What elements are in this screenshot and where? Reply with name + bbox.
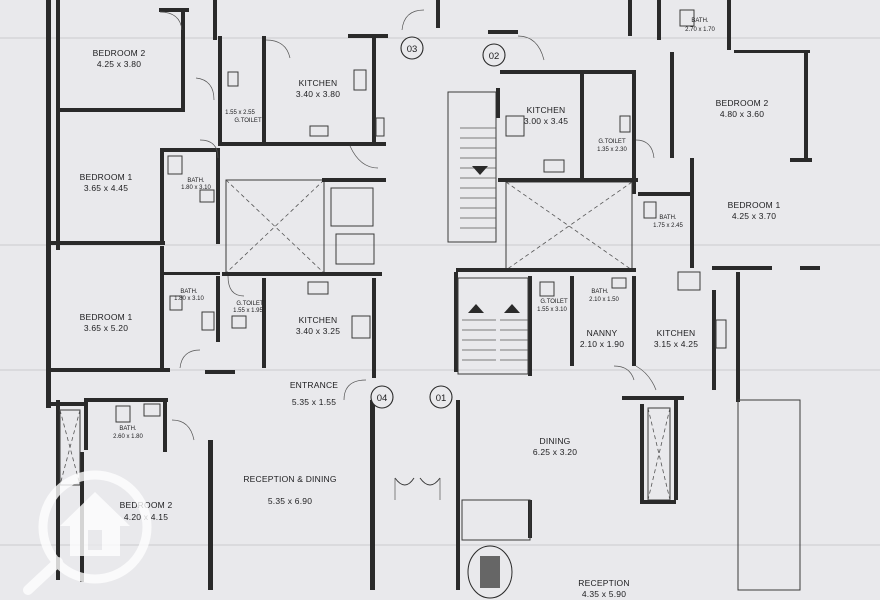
room-dim: 3.00 x 3.45: [524, 116, 568, 126]
door-swings: [159, 9, 657, 441]
room-name: ENTRANCE: [290, 380, 338, 390]
room-name: BEDROOM 1: [80, 172, 133, 182]
room-name: NANNY: [587, 328, 618, 338]
room-dim: 5.35 x 1.55: [292, 397, 336, 407]
unit-number-03: 03: [407, 44, 418, 55]
room-labels: BEDROOM 2 4.25 x 3.80 KITCHEN 3.40 x 3.8…: [80, 18, 781, 599]
room-dim: 1.80 x 3.10: [174, 296, 204, 302]
room-dim: 3.65 x 5.20: [84, 323, 128, 333]
room-dim: 1.55 x 3.10: [537, 307, 567, 313]
left-unit-walls: [46, 0, 388, 590]
room-name: DINING: [540, 436, 571, 446]
room-dim: 1.55 x 1.95: [233, 308, 263, 314]
room-dim: 1.35 x 2.30: [597, 147, 627, 153]
room-name: KITCHEN: [299, 78, 338, 88]
right-unit-walls: [394, 0, 820, 591]
room-name: BATH.: [691, 18, 709, 24]
room-name: BEDROOM 1: [80, 312, 133, 322]
room-dim: 5.35 x 6.90: [268, 496, 312, 506]
room-name: BATH.: [180, 289, 198, 295]
room-name: G.TOILET: [598, 139, 626, 145]
room-name: RECEPTION & DINING: [243, 474, 336, 484]
room-name: BATH.: [659, 215, 677, 221]
room-dim: 3.65 x 4.45: [84, 183, 128, 193]
room-name: BEDROOM 2: [93, 48, 146, 58]
room-dim: 3.40 x 3.25: [296, 326, 340, 336]
room-name: KITCHEN: [657, 328, 696, 338]
room-name: KITCHEN: [527, 105, 566, 115]
room-dim: 3.40 x 3.80: [296, 89, 340, 99]
room-name: G.TOILET: [234, 118, 262, 124]
room-name: BATH.: [187, 178, 205, 184]
planter-icon: [467, 545, 513, 599]
room-dim: 1.55 x 2.55: [225, 110, 255, 116]
room-dim: 4.25 x 3.70: [732, 211, 776, 221]
fixtures: [115, 9, 727, 423]
unit-number-02: 02: [489, 51, 500, 62]
stairs-lower: [462, 319, 528, 361]
room-dim: 2.60 x 1.80: [113, 434, 143, 440]
stairs-upper: [460, 127, 496, 229]
room-dim: 3.15 x 4.25: [654, 339, 698, 349]
room-dim: 1.75 x 2.45: [653, 223, 683, 229]
unit-markers: 03 02 04 01: [370, 36, 506, 409]
room-name: RECEPTION: [578, 578, 629, 588]
room-name: KITCHEN: [299, 315, 338, 325]
room-dim: 4.35 x 5.90: [582, 589, 626, 599]
room-dim: 6.25 x 3.20: [533, 447, 577, 457]
unit-number-01: 01: [436, 393, 447, 404]
room-name: G.TOILET: [236, 301, 264, 307]
room-name: BEDROOM 2: [716, 98, 769, 108]
room-dim: 4.80 x 3.60: [720, 109, 764, 119]
room-dim: 1.80 x 3.10: [181, 185, 211, 191]
room-dim: 2.10 x 1.50: [589, 297, 619, 303]
unit-number-04: 04: [377, 393, 388, 404]
room-name: BEDROOM 1: [728, 200, 781, 210]
room-name: G.TOILET: [540, 299, 568, 305]
room-dim: 2.10 x 1.90: [580, 339, 624, 349]
room-name: BATH.: [591, 289, 609, 295]
house-logo-icon: [23, 470, 152, 595]
room-dim: 2.70 x 1.70: [685, 27, 715, 33]
room-name: BATH.: [119, 426, 137, 432]
room-dim: 4.25 x 3.80: [97, 59, 141, 69]
